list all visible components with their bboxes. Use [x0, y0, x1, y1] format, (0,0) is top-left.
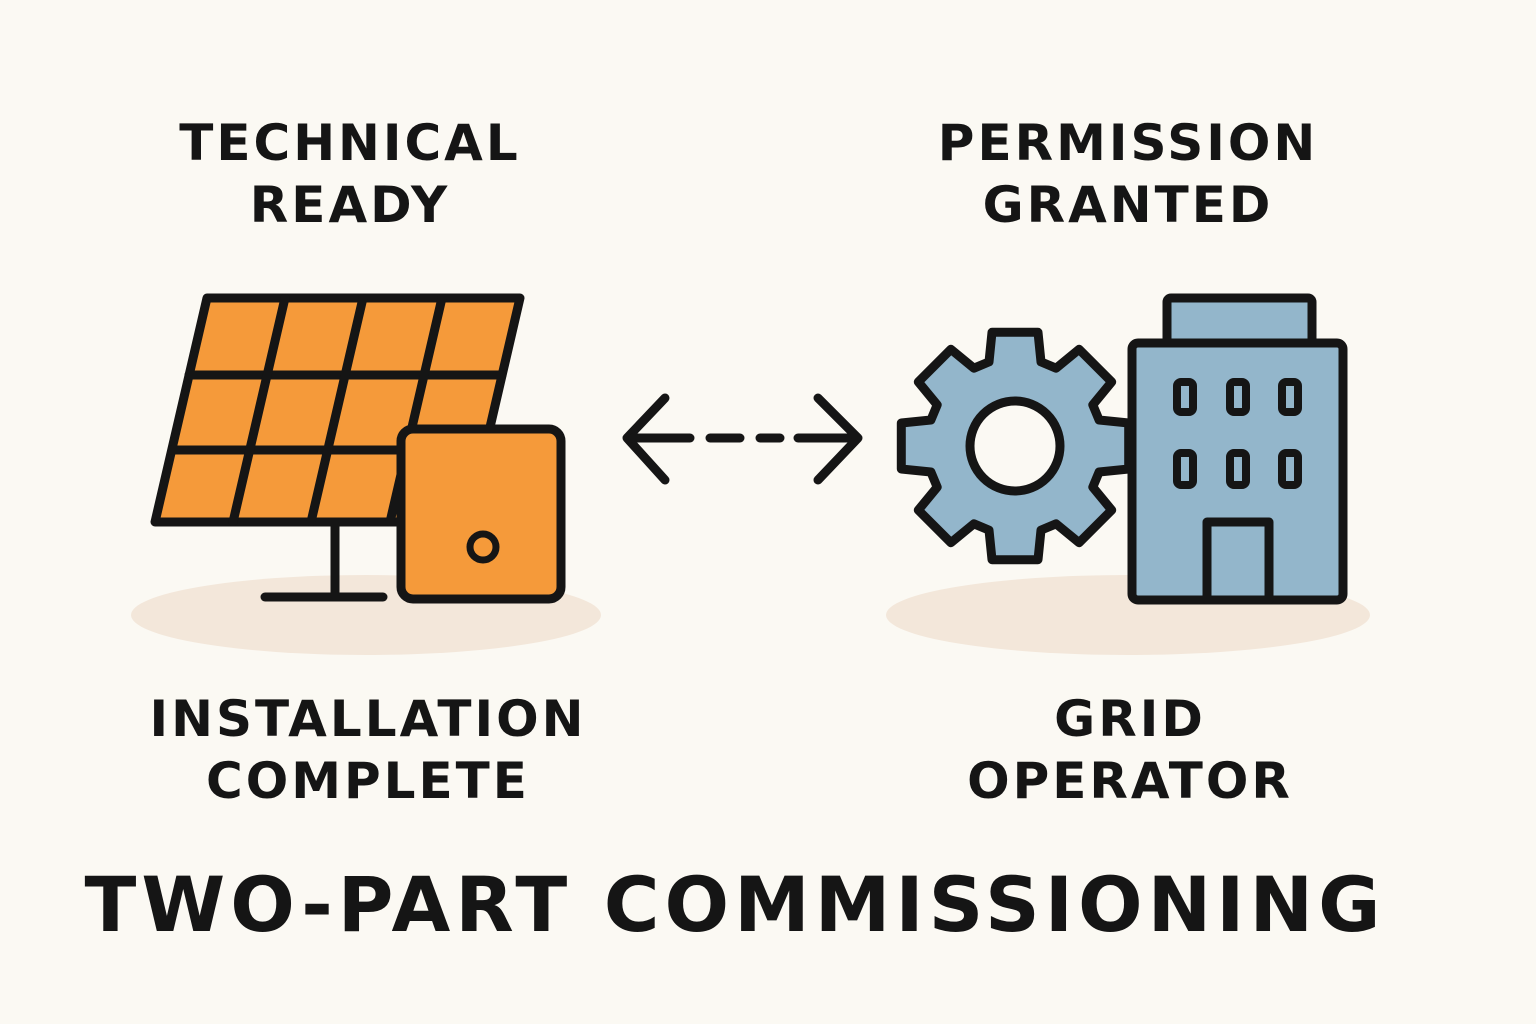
bidirectional-arrow-icon — [622, 393, 863, 485]
building-icon — [1127, 293, 1348, 605]
inverter-icon — [396, 424, 566, 604]
permission-granted-label: PERMISSION GRANTED — [828, 112, 1428, 236]
label-line: PERMISSION — [937, 114, 1319, 172]
label-line: COMPLETE — [206, 752, 530, 810]
grid-operator-label: GRID OPERATOR — [830, 688, 1430, 812]
diagram-title: TWO-PART COMMISSIONING — [84, 860, 1386, 949]
label-line: TECHNICAL — [179, 114, 521, 172]
label-line: GRANTED — [982, 176, 1274, 234]
installation-complete-label: INSTALLATION COMPLETE — [68, 688, 668, 812]
technical-ready-label: TECHNICAL READY — [50, 112, 650, 236]
label-line: GRID — [1054, 690, 1206, 748]
gear-icon — [896, 327, 1134, 565]
label-line: INSTALLATION — [149, 690, 587, 748]
label-line: OPERATOR — [967, 752, 1293, 810]
label-line: READY — [249, 176, 451, 234]
